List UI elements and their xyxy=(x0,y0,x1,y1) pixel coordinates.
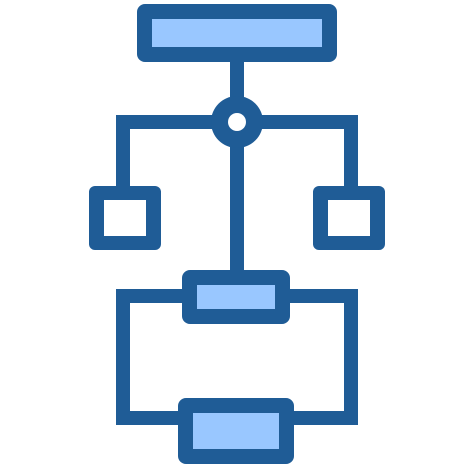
connector-lines xyxy=(116,51,358,425)
connector-loop-left xyxy=(116,289,193,425)
middle-process-box xyxy=(182,270,290,324)
connector-loop-right xyxy=(279,289,358,425)
top-process-box xyxy=(137,4,337,62)
right-branch-box xyxy=(313,186,385,250)
connector-left-branch xyxy=(116,115,226,197)
junction-node xyxy=(211,96,263,148)
connector-right-branch xyxy=(248,115,358,197)
left-branch-box xyxy=(89,186,161,250)
bottom-process-box xyxy=(178,398,294,464)
